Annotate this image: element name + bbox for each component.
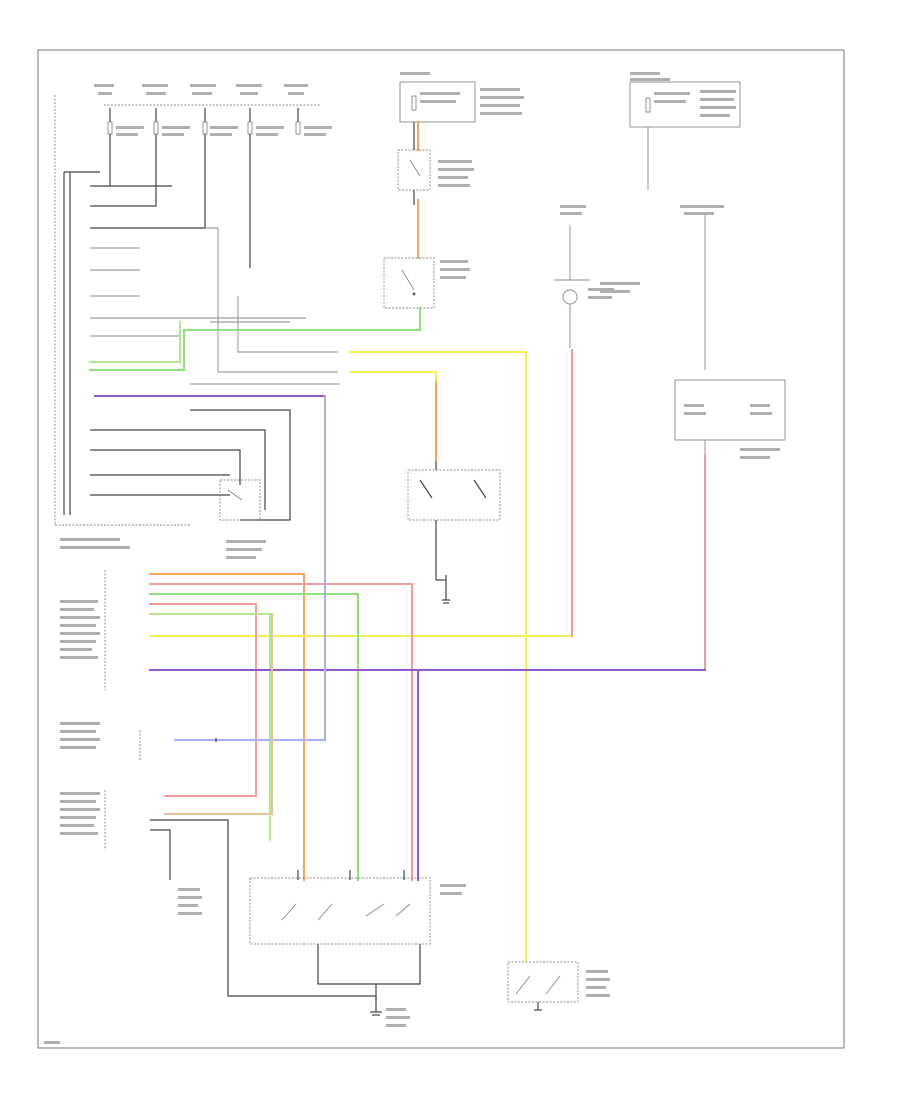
blue-wires	[174, 395, 326, 741]
diagram-frame	[37, 49, 845, 1049]
fuse-box-top-right	[629, 81, 741, 128]
sensor-far-right	[647, 127, 786, 490]
green-wires	[89, 307, 421, 881]
tan-wires	[164, 613, 273, 815]
pink-wires	[149, 349, 706, 881]
control-module-connector	[54, 95, 190, 526]
brake-switch-assembly	[407, 460, 501, 604]
bottom-right-switch	[507, 961, 579, 1011]
black-wires-top	[90, 134, 306, 337]
upper-center-switch	[397, 122, 431, 205]
yellow-wires	[149, 351, 573, 961]
fuse-box-top-center	[399, 81, 476, 123]
fuse-group-top-left	[104, 104, 320, 135]
label-marks	[44, 72, 780, 1044]
lower-center-switch	[383, 257, 435, 309]
speed-sensor-center-right	[554, 225, 590, 348]
lightgreen-wires	[89, 321, 271, 841]
module-lower-black-wires	[90, 409, 291, 521]
purple-wires	[94, 395, 706, 881]
left-lower-connectors	[104, 570, 377, 1000]
orange-wires	[149, 121, 437, 881]
bottom-switch-box	[249, 870, 431, 1016]
gray-wires-middle	[190, 227, 340, 385]
